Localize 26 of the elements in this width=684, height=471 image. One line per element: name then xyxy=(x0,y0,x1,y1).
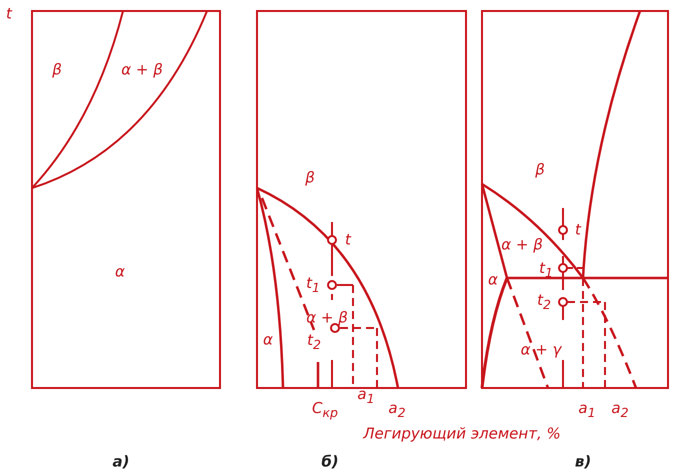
phase-label: α + γ xyxy=(520,342,562,358)
panel-caption: б) xyxy=(321,454,339,470)
phase-label: C$_{кр}$ xyxy=(312,400,338,420)
phase-label: t$_{1}$ xyxy=(539,260,553,280)
phase-label: t xyxy=(345,232,351,248)
phase-label: β xyxy=(52,62,62,78)
axis-label: Легирующий элемент, % xyxy=(363,426,561,442)
phase-label: α xyxy=(115,264,125,280)
axis-label: t xyxy=(6,6,12,22)
phase-label: t$_{2}$ xyxy=(537,292,551,312)
phase-label: α + β xyxy=(121,62,163,78)
phase-label: a$_{2}$ xyxy=(611,400,629,420)
phase-label: α + β xyxy=(501,238,543,252)
phase-label: a$_{1}$ xyxy=(578,400,596,420)
phase-label: α xyxy=(263,332,273,348)
panel-caption: в) xyxy=(574,454,592,470)
phase-label: a$_{1}$ xyxy=(357,386,375,406)
phase-label: β xyxy=(305,170,315,186)
panel-caption: а) xyxy=(112,454,130,470)
phase-label: α xyxy=(488,272,498,288)
phase-label: α + β xyxy=(306,310,348,326)
phase-label: β xyxy=(535,162,545,178)
phase-label: t xyxy=(575,222,581,238)
phase-label: t$_{2}$ xyxy=(307,332,321,352)
phase-label: a$_{2}$ xyxy=(388,400,406,420)
phase-label: t$_{1}$ xyxy=(306,276,320,294)
